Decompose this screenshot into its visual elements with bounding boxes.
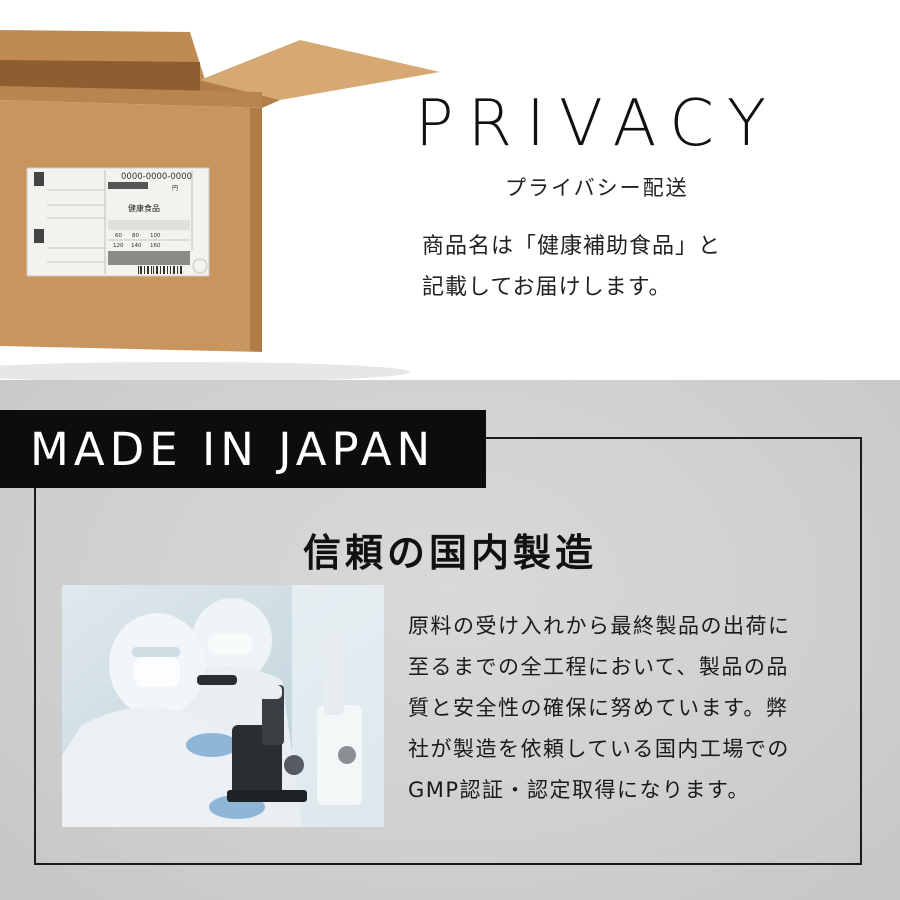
label-size-160: 160 (150, 243, 161, 249)
privacy-desc-line-2: 記載してお届けします。 (422, 275, 672, 300)
label-size-60: 60 (115, 233, 122, 239)
japan-desc-line-1: 原料の受け入れから最終製品の出荷に (408, 614, 791, 638)
privacy-subtitle: プライバシー配送 (505, 176, 689, 200)
japan-heading: 信頼の国内製造 (302, 531, 597, 575)
barcode (138, 266, 182, 274)
lab-scientists-photo (62, 585, 384, 827)
japan-desc-line-4: 社が製造を依頼している国内工場での (408, 737, 790, 761)
label-product-name: 健康食品 (128, 203, 160, 213)
label-size-100: 100 (150, 233, 161, 239)
label-size-80: 80 (132, 233, 139, 239)
label-yen: 円 (172, 185, 178, 192)
badge-text: MADE IN JAPAN (30, 422, 436, 476)
microscope-icon (197, 675, 307, 802)
privacy-section: 0000-0000-0000 円 健康食品 60 80 100 120 140 … (0, 0, 900, 380)
japan-desc-line-2: 至るまでの全工程において、製品の品 (408, 655, 789, 679)
shipping-label: 0000-0000-0000 円 健康食品 60 80 100 120 140 … (26, 167, 210, 277)
privacy-title: PRIVACY (415, 87, 780, 161)
japan-desc-line-3: 質と安全性の確保に努めています。弊 (408, 696, 789, 720)
privacy-desc-line-1: 商品名は「健康補助食品」と (422, 234, 722, 259)
label-size-140: 140 (131, 243, 142, 249)
japan-description: 原料の受け入れから最終製品の出荷に 至るまでの全工程において、製品の品 質と安全… (408, 606, 848, 811)
japan-desc-line-5: GMP認証・認定取得になります。 (408, 778, 750, 802)
label-tracking-number: 0000-0000-0000 (121, 172, 192, 182)
cardboard-box-illustration: 0000-0000-0000 円 健康食品 60 80 100 120 140 … (0, 30, 440, 380)
made-in-japan-badge: MADE IN JAPAN (0, 410, 486, 488)
label-size-120: 120 (113, 243, 124, 249)
privacy-description: 商品名は「健康補助食品」と 記載してお届けします。 (422, 226, 721, 308)
made-in-japan-section: MADE IN JAPAN 信頼の国内製造 (0, 380, 900, 900)
